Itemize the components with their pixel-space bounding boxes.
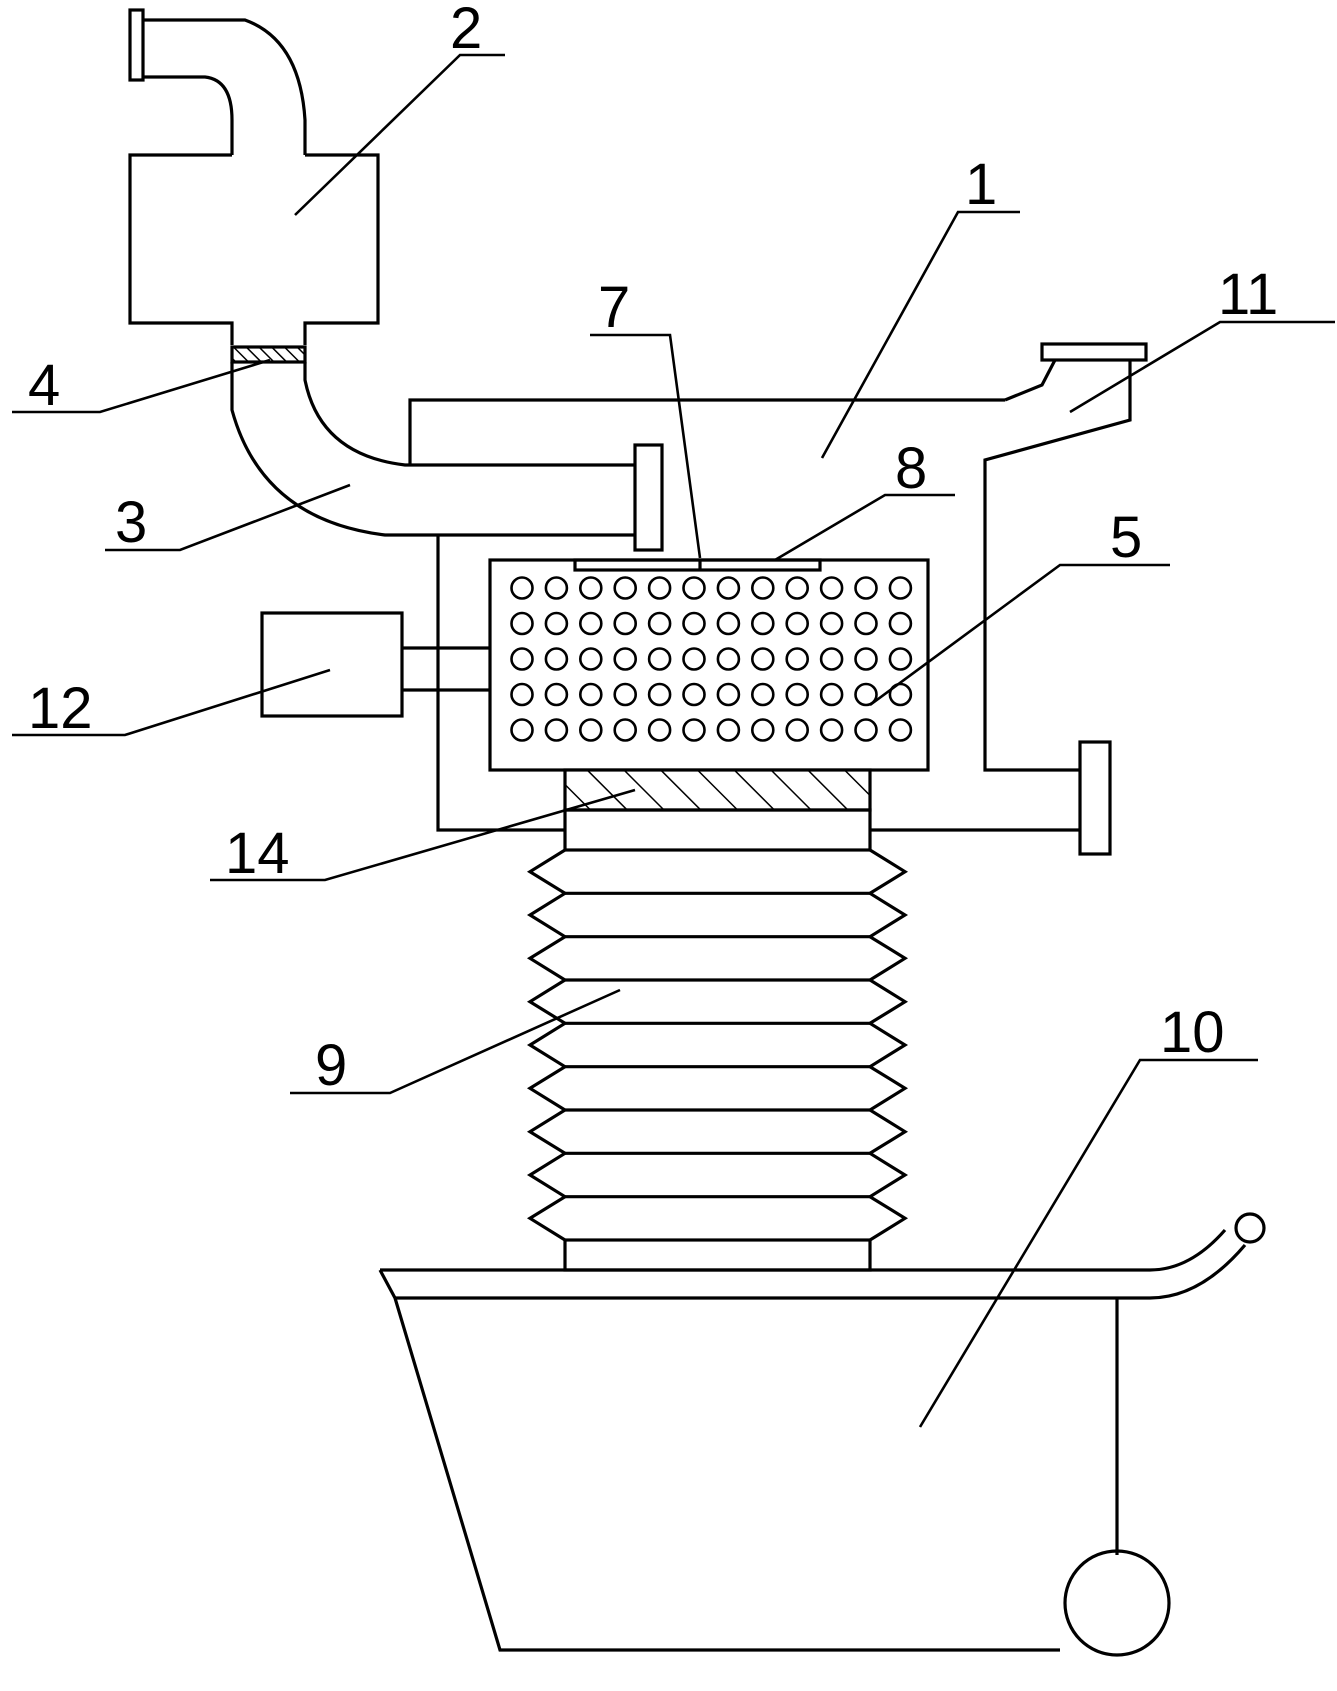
plate-hole xyxy=(578,611,603,636)
plate-hole xyxy=(819,718,844,742)
plate-hole xyxy=(785,611,810,636)
plate-hole xyxy=(819,611,844,636)
plate-hole xyxy=(510,682,534,707)
plate-hole xyxy=(854,611,878,636)
plate-hole xyxy=(785,647,810,671)
plate-hole xyxy=(544,647,569,671)
label-7: 7 xyxy=(598,275,630,340)
bellows-top-collar xyxy=(563,808,872,852)
plate-hole xyxy=(716,611,741,636)
plate-hole xyxy=(647,647,672,671)
plate-hole xyxy=(682,682,706,707)
plate-hole xyxy=(888,611,913,636)
inlet-pipe xyxy=(230,362,635,537)
plate-hole xyxy=(682,576,706,600)
plate-hole xyxy=(544,718,569,742)
outlet-pipe xyxy=(983,342,1148,856)
plate-hole xyxy=(682,611,706,636)
motor xyxy=(260,611,490,718)
plate-hole xyxy=(854,647,878,671)
plate-hole xyxy=(819,647,844,671)
top-plate xyxy=(573,558,822,572)
plate-hole xyxy=(750,647,775,671)
plate-hole xyxy=(785,682,810,707)
hatched-divider xyxy=(230,345,307,364)
plate-hole xyxy=(785,718,810,742)
plate-hole xyxy=(613,576,638,600)
plate-hole xyxy=(716,647,741,671)
perforated-plate xyxy=(488,558,930,772)
leader-lines xyxy=(12,53,1335,1428)
plate-hole xyxy=(888,718,913,742)
plate-hole xyxy=(544,682,569,707)
plate-hole xyxy=(716,576,741,600)
plate-hole xyxy=(888,576,913,600)
plate-hole xyxy=(613,647,638,671)
plate-hole xyxy=(854,576,878,600)
plate-hole xyxy=(716,718,741,742)
bellows xyxy=(526,848,909,1272)
plate-hole xyxy=(750,576,775,600)
plate-hole xyxy=(578,647,603,671)
plate-hole xyxy=(578,576,603,600)
plate-hole xyxy=(750,611,775,636)
label-12: 12 xyxy=(28,676,93,741)
plate-holes xyxy=(510,576,913,742)
plate-hole xyxy=(854,718,878,742)
plate-hole xyxy=(888,647,913,671)
plate-hole xyxy=(716,682,741,707)
hatched-block xyxy=(563,768,872,812)
label-14: 14 xyxy=(225,821,290,886)
separator-housing xyxy=(128,8,380,345)
bellows-folds xyxy=(565,891,870,1199)
plate-hole xyxy=(578,682,603,707)
plate-hole xyxy=(785,576,810,600)
label-2: 2 xyxy=(450,0,482,61)
plate-hole xyxy=(510,718,534,742)
plate-hole xyxy=(613,611,638,636)
plate-hole xyxy=(544,576,569,600)
part-labels: 2 1 11 4 3 7 8 5 12 14 9 10 xyxy=(28,0,1278,1098)
plate-hole xyxy=(544,611,569,636)
cart xyxy=(378,1212,1266,1657)
plate-hole xyxy=(647,718,672,742)
plate-hole xyxy=(613,718,638,742)
plate-hole xyxy=(647,682,672,707)
plate-hole xyxy=(750,718,775,742)
label-8: 8 xyxy=(895,436,927,501)
label-3: 3 xyxy=(115,490,147,555)
plate-hole xyxy=(647,611,672,636)
plate-hole xyxy=(682,718,706,742)
plate-hole xyxy=(819,576,844,600)
bellows-bottom-collar xyxy=(563,1238,872,1272)
plate-hole xyxy=(682,647,706,671)
main-tank xyxy=(408,398,1080,832)
label-9: 9 xyxy=(315,1033,347,1098)
plate-hole xyxy=(750,682,775,707)
wheel xyxy=(1063,1549,1171,1657)
plate-hole xyxy=(578,718,603,742)
label-1: 1 xyxy=(965,152,997,217)
label-11: 11 xyxy=(1218,262,1278,327)
label-10: 10 xyxy=(1160,1000,1225,1065)
plate-hole xyxy=(854,682,878,707)
plate-hole xyxy=(819,682,844,707)
plate-hole xyxy=(613,682,638,707)
plate-hole xyxy=(510,576,534,600)
plate-hole xyxy=(510,611,534,636)
plate-hole xyxy=(510,647,534,671)
label-4: 4 xyxy=(28,353,60,418)
plate-hole xyxy=(647,576,672,600)
label-5: 5 xyxy=(1110,505,1142,570)
